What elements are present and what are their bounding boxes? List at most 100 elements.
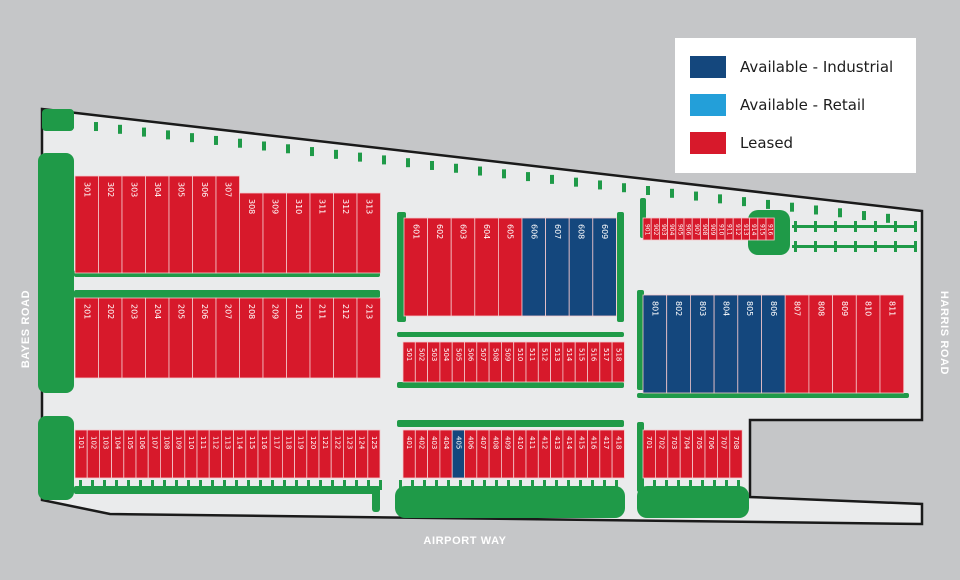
unit-label: 110 — [187, 436, 195, 449]
parking-stripe — [874, 221, 877, 232]
parking-stripe — [166, 130, 170, 140]
unit-label: 606 — [529, 224, 538, 239]
unit-label: 404 — [442, 436, 450, 450]
parking-stripe — [454, 163, 458, 173]
unit-label: 102 — [89, 436, 97, 449]
unit-label: 603 — [459, 224, 468, 239]
parking-stripe — [555, 480, 558, 490]
parking-stripe — [790, 202, 794, 212]
parking-stripe — [435, 480, 438, 490]
parking-stripe — [665, 480, 668, 490]
unit-label: 903 — [660, 224, 667, 236]
unit-418[interactable] — [611, 429, 625, 479]
unit-label: 107 — [150, 436, 158, 449]
unit-label: 804 — [721, 301, 730, 316]
parking-stripe — [814, 241, 817, 252]
landscape-west-2 — [38, 416, 74, 500]
unit-label: 405 — [454, 436, 462, 449]
landscape-nw-corner — [42, 109, 74, 131]
parking-stripe — [423, 480, 426, 490]
unit-label: 507 — [479, 348, 487, 361]
unit-label: 805 — [745, 301, 754, 316]
parking-stripe — [163, 480, 166, 490]
parking-row — [792, 225, 914, 228]
unit-label: 416 — [590, 436, 598, 450]
parking-stripe — [307, 480, 310, 490]
unit-125[interactable] — [367, 429, 381, 479]
parking-stripe — [615, 480, 618, 490]
parking-stripe — [94, 122, 98, 132]
unit-label: 505 — [454, 348, 462, 361]
unit-609[interactable] — [592, 217, 617, 317]
unit-label: 108 — [163, 436, 171, 449]
unit-label: 601 — [411, 224, 420, 239]
unit-label: 802 — [674, 301, 683, 316]
parking-stripe — [175, 480, 178, 490]
parking-stripe — [103, 480, 106, 490]
unit-label: 513 — [553, 348, 561, 361]
legend-label-available-retail: Available - Retail — [740, 96, 866, 114]
legend-label-available-industrial: Available - Industrial — [740, 58, 894, 76]
unit-label: 512 — [540, 348, 548, 361]
legend-swatch-available-retail — [690, 94, 726, 116]
parking-stripe — [814, 205, 818, 215]
unit-label: 202 — [106, 304, 115, 319]
legend-item-leased: Leased — [690, 132, 910, 154]
unit-label: 411 — [528, 436, 536, 449]
parking-stripe — [653, 480, 656, 490]
unit-213[interactable] — [356, 297, 381, 379]
parking-stripe — [127, 480, 130, 490]
unit-label: 101 — [77, 436, 85, 449]
unit-label: 913 — [742, 224, 749, 236]
unit-label: 703 — [670, 436, 678, 449]
unit-label: 504 — [442, 348, 450, 362]
unit-label: 211 — [317, 304, 326, 319]
unit-label: 104 — [114, 436, 122, 450]
unit-label: 609 — [600, 224, 609, 239]
parking-stripe — [319, 480, 322, 490]
parking-stripe — [142, 127, 146, 137]
unit-708[interactable] — [729, 429, 743, 479]
parking-stripe — [894, 221, 897, 232]
unit-label: 514 — [565, 348, 573, 362]
unit-label: 906 — [685, 224, 692, 236]
unit-label: 312 — [341, 199, 350, 214]
parking-stripe — [894, 241, 897, 252]
unit-label: 113 — [224, 436, 232, 449]
unit-518[interactable] — [611, 341, 625, 383]
unit-label: 103 — [102, 436, 110, 449]
parking-stripe — [519, 480, 522, 490]
parking-stripe — [854, 221, 857, 232]
unit-916[interactable] — [765, 217, 775, 241]
parking-stripe — [238, 138, 242, 148]
unit-label: 501 — [405, 348, 413, 361]
unit-label: 807 — [793, 301, 802, 316]
unit-label: 305 — [176, 182, 185, 197]
parking-stripe — [567, 480, 570, 490]
parking-stripe — [115, 480, 118, 490]
parking-stripe — [622, 183, 626, 193]
landscape-west-1 — [38, 153, 74, 393]
unit-label: 410 — [516, 436, 524, 449]
unit-label: 907 — [693, 224, 700, 236]
parking-stripe — [259, 480, 262, 490]
parking-stripe — [283, 480, 286, 490]
parking-stripe — [411, 480, 414, 490]
parking-stripe — [91, 480, 94, 490]
unit-label: 401 — [405, 436, 413, 449]
parking-stripe — [367, 480, 370, 490]
unit-811[interactable] — [879, 294, 905, 394]
unit-label: 406 — [467, 436, 475, 450]
unit-313[interactable] — [356, 192, 381, 274]
parking-stripe — [886, 213, 890, 223]
parking-stripe — [459, 480, 462, 490]
parking-stripe — [550, 174, 554, 184]
parking-stripe — [223, 480, 226, 490]
unit-label: 701 — [645, 436, 653, 449]
